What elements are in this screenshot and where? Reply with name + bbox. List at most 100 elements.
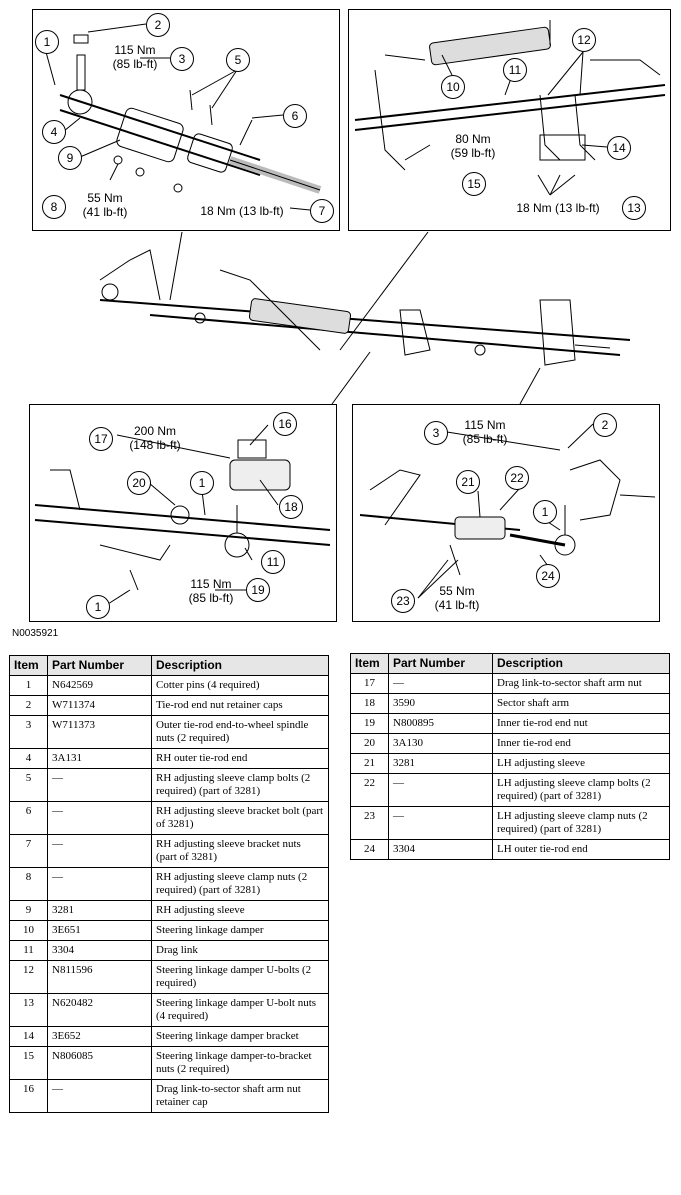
part-number-cell: 3281 xyxy=(47,900,152,921)
description-cell: LH adjusting sleeve clamp bolts (2 requi… xyxy=(492,773,670,807)
item-cell: 19 xyxy=(350,713,389,734)
callout-9: 9 xyxy=(58,146,82,170)
callout-13: 13 xyxy=(622,196,646,220)
panel-bottom-right xyxy=(352,404,660,622)
table-header-row: Item Part Number Description xyxy=(9,655,329,676)
parts-table-right: Item Part Number Description 17—Drag lin… xyxy=(350,653,670,860)
torque-label-80nm: 80 Nm (59 lb-ft) xyxy=(450,132,496,160)
table-row: 5—RH adjusting sleeve clamp bolts (2 req… xyxy=(9,768,329,802)
callout-20: 20 xyxy=(127,471,151,495)
description-cell: Inner tie-rod end xyxy=(492,733,670,754)
callout-3: 3 xyxy=(170,47,194,71)
callout-2: 2 xyxy=(146,13,170,37)
callout-8: 8 xyxy=(42,195,66,219)
description-cell: RH adjusting sleeve xyxy=(151,900,329,921)
description-cell: RH outer tie-rod end xyxy=(151,748,329,769)
callout-1: 1 xyxy=(533,500,557,524)
callout-4: 4 xyxy=(42,120,66,144)
torque-label-115nm-outer: 115 Nm (85 lb-ft) xyxy=(462,418,508,446)
panel-top-left xyxy=(32,9,340,231)
description-cell: LH adjusting sleeve clamp nuts (2 requir… xyxy=(492,806,670,840)
part-number-cell: — xyxy=(388,673,493,694)
part-number-cell: N811596 xyxy=(47,960,152,994)
callout-15: 15 xyxy=(462,172,486,196)
callout-21: 21 xyxy=(456,470,480,494)
part-number-cell: 3A130 xyxy=(388,733,493,754)
item-cell: 8 xyxy=(9,867,48,901)
description-cell: LH outer tie-rod end xyxy=(492,839,670,860)
callout-19: 19 xyxy=(246,578,270,602)
part-number-cell: 3E651 xyxy=(47,920,152,941)
part-number-cell: — xyxy=(47,1079,152,1113)
header-part-number: Part Number xyxy=(388,653,493,674)
item-cell: 10 xyxy=(9,920,48,941)
item-cell: 16 xyxy=(9,1079,48,1113)
callout-17: 17 xyxy=(89,427,113,451)
description-cell: Steering linkage damper xyxy=(151,920,329,941)
panel-bottom-left xyxy=(29,404,337,622)
item-cell: 18 xyxy=(350,693,389,714)
description-cell: Outer tie-rod end-to-wheel spindle nuts … xyxy=(151,715,329,749)
description-cell: RH adjusting sleeve bracket nuts (part o… xyxy=(151,834,329,868)
callout-6: 6 xyxy=(283,104,307,128)
header-description: Description xyxy=(492,653,670,674)
item-cell: 13 xyxy=(9,993,48,1027)
table-row: 8—RH adjusting sleeve clamp nuts (2 requ… xyxy=(9,867,329,901)
description-cell: Drag link-to-sector shaft arm nut retain… xyxy=(151,1079,329,1113)
item-cell: 6 xyxy=(9,801,48,835)
header-item: Item xyxy=(9,655,48,676)
description-cell: Steering linkage damper U-bolt nuts (4 r… xyxy=(151,993,329,1027)
callout-7: 7 xyxy=(310,199,334,223)
callout-10: 10 xyxy=(441,75,465,99)
torque-label-200nm: 200 Nm (148 lb-ft) xyxy=(129,424,181,452)
description-cell: Sector shaft arm xyxy=(492,693,670,714)
item-cell: 20 xyxy=(350,733,389,754)
description-cell: Tie-rod end nut retainer caps xyxy=(151,695,329,716)
item-cell: 21 xyxy=(350,753,389,774)
torque-label-55nm: 55 Nm (41 lb-ft) xyxy=(82,191,128,219)
description-cell: RH adjusting sleeve clamp nuts (2 requir… xyxy=(151,867,329,901)
description-cell: Steering linkage damper bracket xyxy=(151,1026,329,1047)
description-cell: Steering linkage damper U-bolts (2 requi… xyxy=(151,960,329,994)
description-cell: Inner tie-rod end nut xyxy=(492,713,670,734)
item-cell: 14 xyxy=(9,1026,48,1047)
item-cell: 3 xyxy=(9,715,48,749)
part-number-cell: 3A131 xyxy=(47,748,152,769)
part-number-cell: — xyxy=(388,773,493,807)
linkage-drawing xyxy=(34,20,666,605)
item-cell: 22 xyxy=(350,773,389,807)
callout-24: 24 xyxy=(536,564,560,588)
callout-12: 12 xyxy=(572,28,596,52)
part-number-cell: — xyxy=(388,806,493,840)
item-cell: 4 xyxy=(9,748,48,769)
callout-1: 1 xyxy=(86,595,110,619)
description-cell: LH adjusting sleeve xyxy=(492,753,670,774)
torque-label-115nm-inner: 115 Nm (85 lb-ft) xyxy=(188,577,234,605)
description-cell: RH adjusting sleeve bracket bolt (part o… xyxy=(151,801,329,835)
callout-3: 3 xyxy=(424,421,448,445)
part-number-cell: N642569 xyxy=(47,675,152,696)
item-cell: 5 xyxy=(9,768,48,802)
callout-1: 1 xyxy=(190,471,214,495)
torque-label-115nm: 115 Nm (85 lb-ft) xyxy=(112,43,158,71)
part-number-cell: N620482 xyxy=(47,993,152,1027)
description-cell: Drag link-to-sector shaft arm nut xyxy=(492,673,670,694)
description-cell: Drag link xyxy=(151,940,329,961)
torque-label-18nm: 18 Nm (13 lb-ft) xyxy=(200,204,284,218)
part-number-cell: — xyxy=(47,834,152,868)
callout-18: 18 xyxy=(279,495,303,519)
part-number-cell: W711373 xyxy=(47,715,152,749)
callout-5: 5 xyxy=(226,48,250,72)
